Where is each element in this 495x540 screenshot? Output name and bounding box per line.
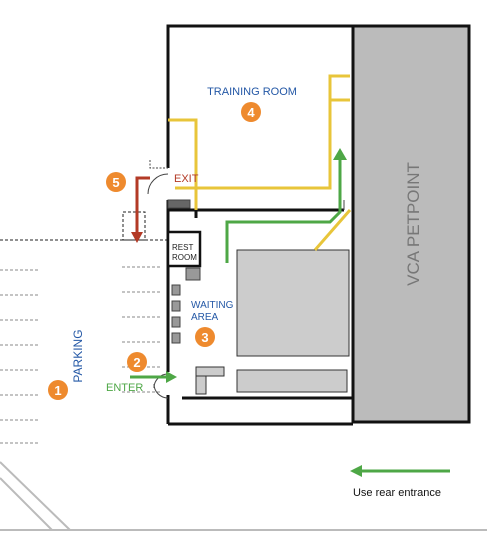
desk-leg — [195, 375, 207, 395]
badge-2: 2 — [127, 352, 147, 372]
exam-block — [236, 249, 350, 357]
rest-room — [166, 230, 202, 268]
badge-3-text: 3 — [201, 330, 208, 345]
training-room-label: TRAINING ROOM — [207, 86, 297, 98]
chair-icon — [171, 267, 201, 344]
badge-3: 3 — [195, 327, 215, 347]
badge-4-text: 4 — [247, 105, 255, 120]
badge-5-text: 5 — [112, 175, 119, 190]
parking-stalls — [0, 266, 160, 444]
exit-route — [135, 176, 150, 232]
badge-2-text: 2 — [133, 355, 140, 370]
yellow-route — [168, 74, 352, 251]
exit-arrow-down-icon — [131, 232, 143, 243]
badge-1-text: 1 — [54, 383, 61, 398]
exit-mat — [167, 199, 191, 209]
parking-label: PARKING — [71, 329, 85, 382]
waiting-area-label-2: AREA — [191, 312, 219, 323]
exit-label: EXIT — [174, 173, 199, 185]
rest-room-label-2: ROOM — [172, 253, 197, 262]
vca-petpoint-label: VCA PETPOINT — [404, 162, 423, 286]
enter-label: ENTER — [106, 382, 143, 394]
badge-4: 4 — [241, 102, 261, 122]
legend-arrow-icon — [350, 465, 362, 477]
green-arrow-up-icon — [333, 148, 347, 160]
diagonal-road-line — [0, 461, 71, 531]
badge-1: 1 — [48, 380, 68, 400]
waiting-area-label-1: WAITING — [191, 300, 234, 311]
diagonal-road-line — [0, 477, 53, 531]
badge-5: 5 — [106, 172, 126, 192]
legend-text: Use rear entrance — [353, 487, 441, 499]
enter-arrow-icon — [166, 371, 177, 383]
rest-room-label-1: REST — [172, 243, 193, 252]
desk-top — [195, 366, 225, 377]
vca-petpoint-building — [351, 24, 471, 424]
green-route — [225, 158, 342, 263]
reception-counter — [236, 369, 348, 393]
exit-landing — [122, 211, 146, 241]
